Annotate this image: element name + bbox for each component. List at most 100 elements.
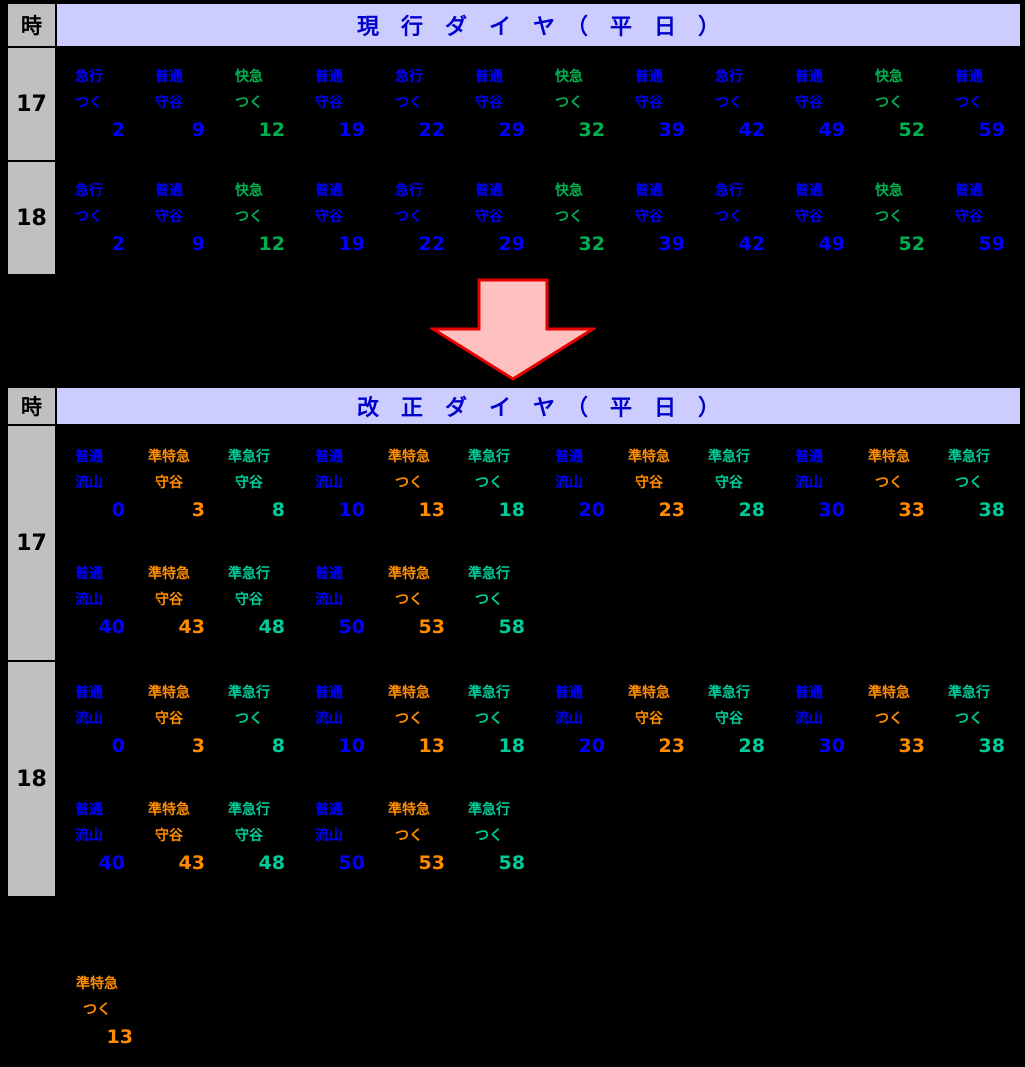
train-type: 普通: [75, 802, 103, 819]
train-destination: 守谷: [235, 475, 263, 492]
hour-label: 18: [8, 162, 55, 274]
train-destination: つく: [75, 94, 103, 111]
train-destination: 守谷: [635, 208, 663, 225]
train-destination: 流山: [75, 828, 103, 845]
train-destination: つく: [235, 208, 263, 225]
train-type: 普通: [635, 68, 663, 85]
train-type: 普通: [155, 182, 183, 199]
train-type: 準急行: [708, 449, 750, 466]
train-minute: 32: [578, 118, 605, 141]
train-minute: 22: [418, 118, 445, 141]
train-minute: 43: [178, 852, 205, 875]
train-minute: 29: [498, 118, 525, 141]
train-type: 普通: [475, 68, 503, 85]
train-minute: 23: [658, 735, 685, 758]
train-type: 準急行: [708, 685, 750, 702]
train-destination: 流山: [795, 711, 823, 728]
train-minute: 0: [111, 499, 125, 522]
train-minute: 2: [111, 232, 125, 255]
train-minute: 2: [111, 118, 125, 141]
train-type: 準特急: [388, 802, 430, 819]
train-type: 急行: [715, 182, 743, 199]
train-minute: 23: [658, 499, 685, 522]
train-minute: 19: [338, 232, 365, 255]
train-minute: 19: [338, 118, 365, 141]
train-destination: つく: [235, 94, 263, 111]
train-destination: 守谷: [235, 592, 263, 609]
train-type: 準特急: [868, 449, 910, 466]
train-type: 急行: [395, 182, 423, 199]
train-destination: 守谷: [955, 208, 983, 225]
train-destination: 流山: [555, 711, 583, 728]
train-type: 快急: [875, 68, 903, 85]
train-minute: 38: [978, 499, 1005, 522]
train-type: 普通: [315, 566, 343, 583]
train-type: 準急行: [228, 566, 270, 583]
train-type: 普通: [795, 68, 823, 85]
down-arrow-shape: [430, 278, 596, 381]
train-destination: 流山: [315, 828, 343, 845]
train-minute: 40: [98, 852, 125, 875]
current-title: 現 行 ダ イ ヤ （ 平 日 ）: [57, 4, 1020, 46]
train-minute: 18: [498, 735, 525, 758]
train-minute: 9: [191, 118, 205, 141]
train-type: 準急行: [228, 449, 270, 466]
train-destination: 守谷: [315, 208, 343, 225]
train-destination: つく: [235, 711, 263, 728]
train-minute: 58: [498, 852, 525, 875]
train-destination: 守谷: [155, 828, 183, 845]
train-minute: 13: [106, 1025, 133, 1048]
train-destination: つく: [395, 828, 423, 845]
train-type: 準急行: [468, 802, 510, 819]
train-destination: つく: [555, 94, 583, 111]
train-type: 準急行: [948, 685, 990, 702]
train-destination: 守谷: [715, 711, 743, 728]
train-minute: 13: [418, 735, 445, 758]
train-minute: 18: [498, 499, 525, 522]
train-minute: 49: [818, 232, 845, 255]
train-destination: つく: [875, 711, 903, 728]
train-type: 普通: [955, 68, 983, 85]
train-minute: 30: [818, 499, 845, 522]
train-type: 準急行: [468, 685, 510, 702]
train-minute: 10: [338, 499, 365, 522]
train-destination: つく: [955, 94, 983, 111]
train-type: 急行: [395, 68, 423, 85]
train-minute: 3: [191, 735, 205, 758]
